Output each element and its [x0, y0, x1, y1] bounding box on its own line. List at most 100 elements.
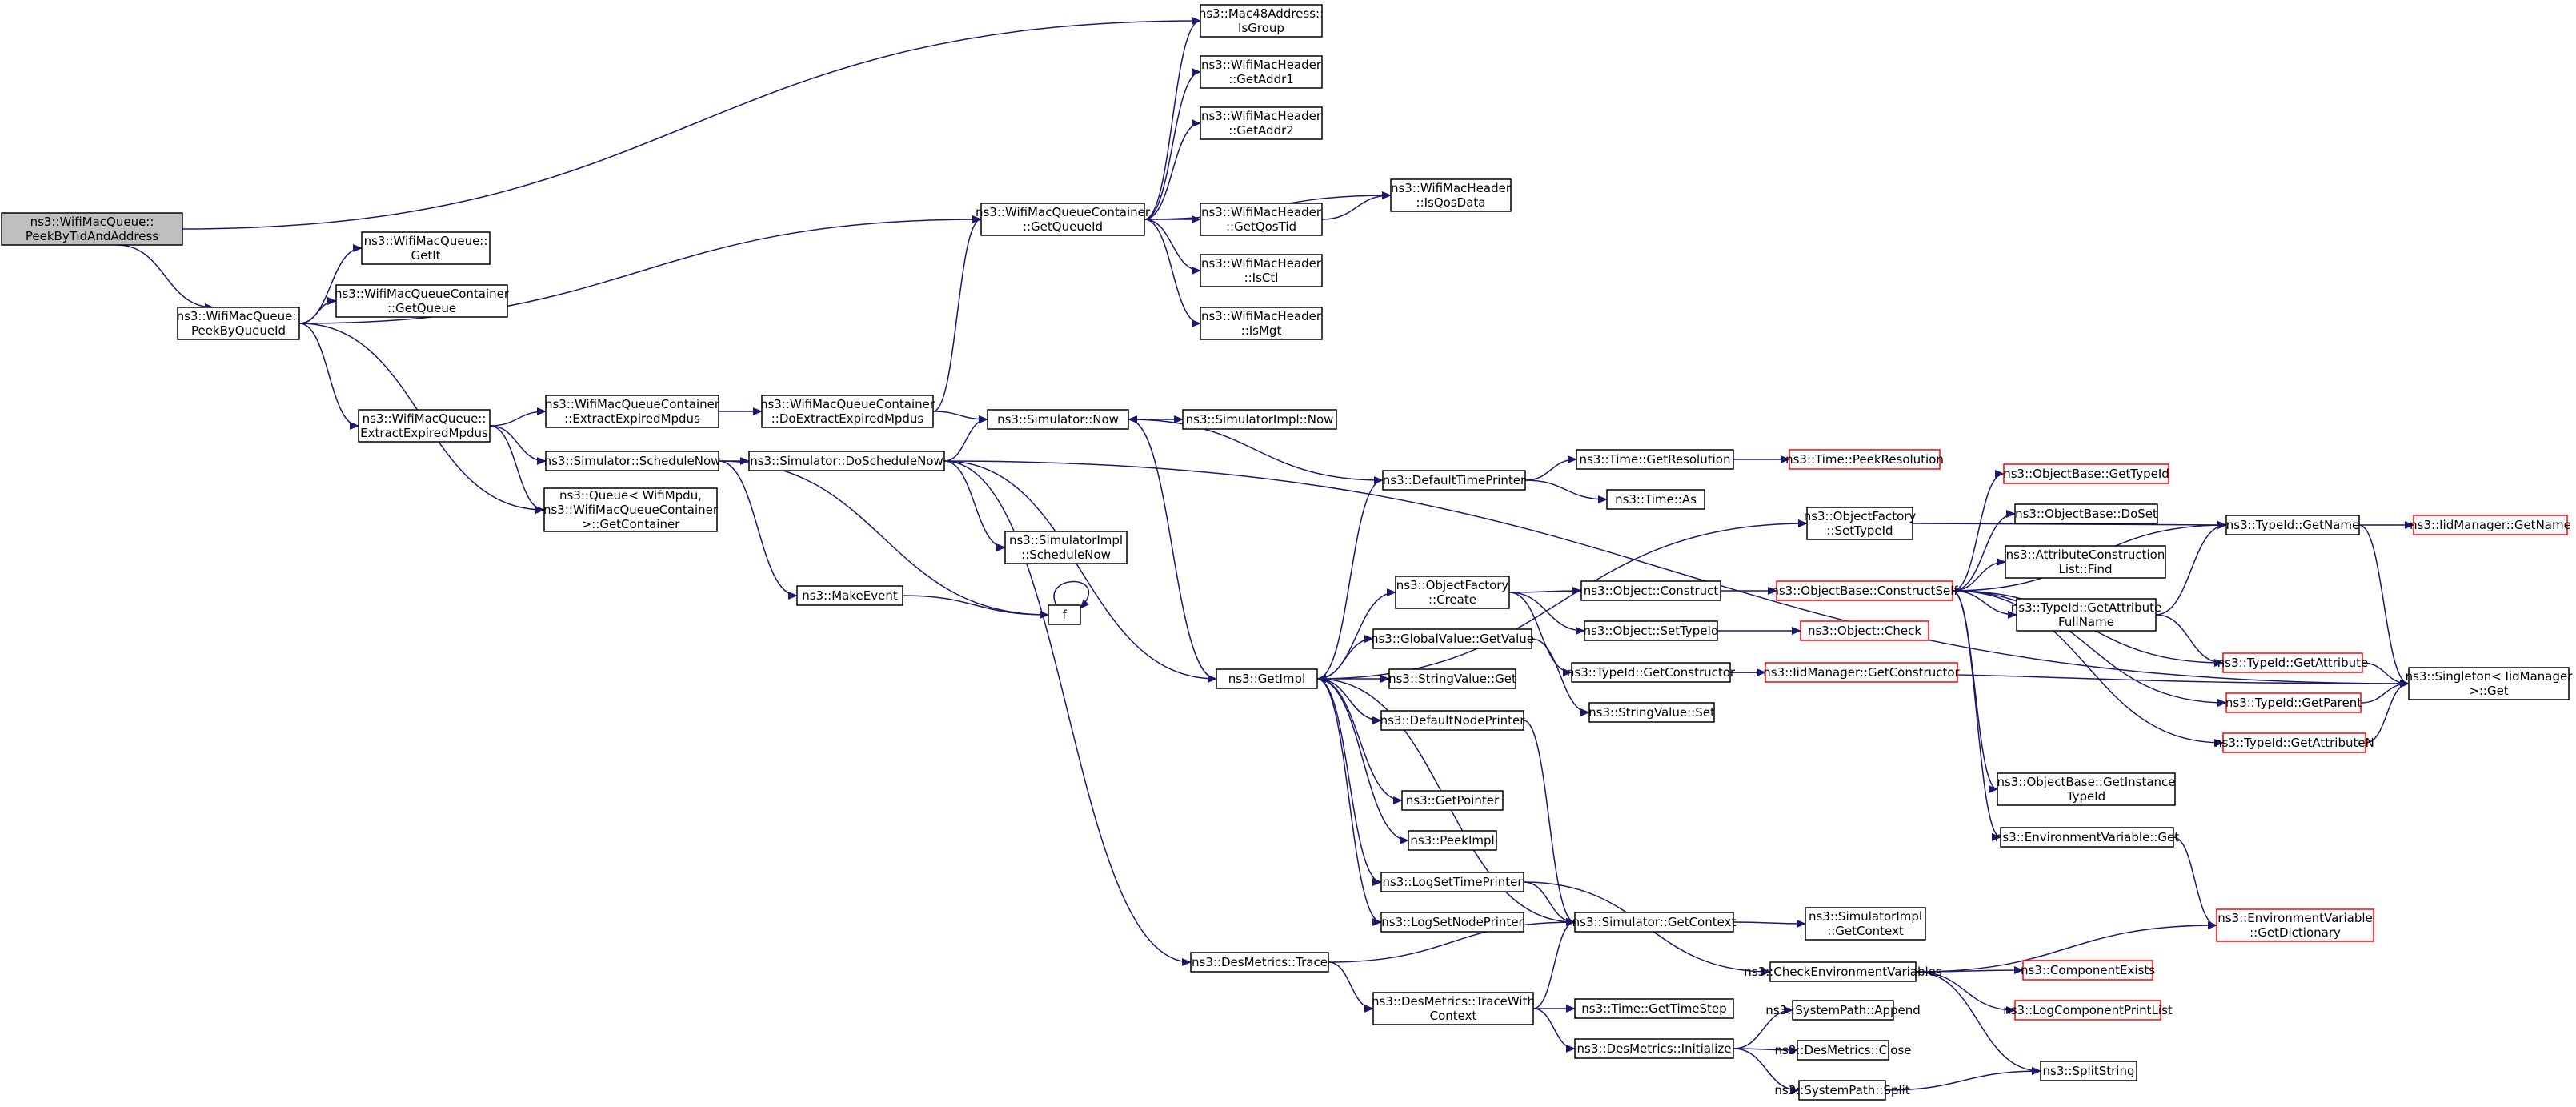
node-box	[2222, 732, 2366, 753]
node-ns3-wifimacheader-getaddr1[interactable]: ns3::WifiMacHeader::GetAddr1	[1200, 55, 1323, 89]
node-ns3-globalvalue-getvalue[interactable]: ns3::GlobalValue::GetValue	[1371, 628, 1534, 649]
node-ns3-wifimacheader-isctl[interactable]: ns3::WifiMacHeader::IsCtl	[1200, 254, 1323, 287]
edge-n46-n65	[1952, 590, 2227, 707]
node-ns3-wifimacqueue-extractexpiredmpdus[interactable]: ns3::WifiMacQueue::ExtractExpiredMpdus	[358, 409, 491, 443]
node-ns3-systempath-split[interactable]: ns3::SystemPath::Split	[1774, 1080, 1910, 1101]
node-ns3-simulator-doschedulenow[interactable]: ns3::Simulator::DoScheduleNow	[748, 451, 945, 471]
node-ns3-typeid-getparent[interactable]: ns3::TypeId::GetParent	[2225, 692, 2362, 713]
node-ns3-defaultnodeprinter[interactable]: ns3::DefaultNodePrinter	[1380, 710, 1526, 731]
node-box	[748, 451, 945, 471]
node-label-line: ns3::WifiMacQueueContainer	[976, 205, 1151, 219]
node-ns3-objectfactory-settypeid[interactable]: ns3::ObjectFactory::SetTypeId	[1804, 507, 1917, 540]
node-ns3-componentexists[interactable]: ns3::ComponentExists	[2021, 960, 2155, 981]
node-ns3-iidmanager-getconstructor[interactable]: ns3::IidManager::GetConstructor	[1763, 662, 1961, 683]
node-ns3-splitstring[interactable]: ns3::SplitString	[2040, 1061, 2137, 1081]
node-ns3-objectbase-constructself[interactable]: ns3::ObjectBase::ConstructSelf	[1771, 580, 1958, 601]
node-box	[2222, 652, 2363, 673]
node-label-line: ns3::WifiMacQueue::	[30, 215, 154, 229]
node-ns3-logsettimeprinter[interactable]: ns3::LogSetTimePrinter	[1380, 872, 1524, 892]
node-f[interactable]: f	[1048, 604, 1081, 625]
node-ns3-typeid-getname[interactable]: ns3::TypeId::GetName	[2225, 515, 2360, 535]
node-ns3-wifimacheader-getqostid[interactable]: ns3::WifiMacHeader::GetQosTid	[1200, 203, 1323, 236]
edge-n46-n59	[1952, 590, 2001, 841]
node-ns3-stringvalue-get[interactable]: ns3::StringValue::Get	[1388, 668, 1516, 689]
node-ns3-systempath-append[interactable]: ns3::SystemPath::Append	[1765, 1000, 1921, 1021]
node-ns3-wifimacqueuecontainer-getqueueid[interactable]: ns3::WifiMacQueueContainer::GetQueueId	[976, 203, 1151, 236]
node-ns3-getimpl[interactable]: ns3::GetImpl	[1216, 668, 1318, 689]
node-ns3-getpointer[interactable]: ns3::GetPointer	[1401, 790, 1504, 811]
node-label-line: ns3::Simulator::DoScheduleNow	[750, 454, 943, 468]
node-ns3-peekimpl[interactable]: ns3::PeekImpl	[1408, 830, 1497, 851]
node-ns3-stringvalue-set[interactable]: ns3::StringValue::Set	[1588, 702, 1715, 723]
node-label-line: ns3::SystemPath::Append	[1765, 1003, 1921, 1017]
node-ns3-object-construct[interactable]: ns3::Object::Construct	[1580, 580, 1721, 601]
node-ns3-objectbase-gettypeid[interactable]: ns3::ObjectBase::GetTypeId	[2003, 463, 2169, 484]
node-ns3-simulatorimpl-schedulenow[interactable]: ns3::SimulatorImpl::ScheduleNow	[1004, 531, 1128, 564]
node-ns3-object-settypeid[interactable]: ns3::Object::SetTypeId	[1584, 620, 1719, 641]
node-box	[1200, 4, 1323, 38]
node-ns3-simulator-now[interactable]: ns3::Simulator::Now	[987, 409, 1129, 430]
node-box	[1200, 106, 1323, 140]
node-box	[1395, 576, 1510, 609]
node-ns3-objectfactory-create[interactable]: ns3::ObjectFactory::Create	[1395, 576, 1510, 609]
node-box	[1769, 961, 1917, 982]
node-label-line: ns3::ObjectBase::ConstructSelf	[1771, 584, 1958, 598]
node-ns3-wifimacqueue-getit[interactable]: ns3::WifiMacQueue::GetIt	[361, 231, 491, 265]
node-ns3-typeid-getattributen[interactable]: ns3::TypeId::GetAttributeN	[2214, 732, 2374, 753]
edge-n53-n62	[1885, 1067, 2041, 1091]
node-ns3-simulator-getcontext[interactable]: ns3::Simulator::GetContext	[1572, 912, 1737, 933]
node-ns3-logsetnodeprinter[interactable]: ns3::LogSetNodePrinter	[1380, 912, 1524, 933]
node-label-line: ns3::TypeId::GetAttribute	[2011, 600, 2161, 615]
node-ns3-simulatorimpl-getcontext[interactable]: ns3::SimulatorImpl::GetContext	[1805, 907, 1926, 941]
node-ns3-simulatorimpl-now[interactable]: ns3::SimulatorImpl::Now	[1182, 409, 1337, 430]
node-label-line: ns3::WifiMacQueueContainer	[545, 397, 720, 411]
node-box	[1372, 628, 1532, 649]
node-ns3-wifimacheader-ismgt[interactable]: ns3::WifiMacHeader::IsMgt	[1200, 307, 1323, 340]
node-ns3-wifimacheader-isqosdata[interactable]: ns3::WifiMacHeader::IsQosData	[1390, 178, 1512, 212]
node-ns3-typeid-getattribute[interactable]: ns3::TypeId::GetAttribute	[2217, 652, 2368, 673]
node-ns3-makeevent[interactable]: ns3::MakeEvent	[796, 585, 903, 606]
node-ns3-time-as[interactable]: ns3::Time::As	[1606, 489, 1705, 510]
node-ns3-wifimacqueue-peekbyqueueid[interactable]: ns3::WifiMacQueue::PeekByQueueId	[177, 307, 301, 340]
node-label-line: ns3::LogComponentPrintList	[2003, 1003, 2173, 1017]
node-box	[1200, 254, 1323, 287]
edge-n24-n42	[1328, 918, 1576, 963]
node-ns3-time-gettimestep[interactable]: ns3::Time::GetTimeStep	[1574, 998, 1734, 1019]
node-ns3-objectbase-doset[interactable]: ns3::ObjectBase::DoSet	[2014, 503, 2158, 524]
node-ns3-queue-wifimpdu-ns3-wifimacqueuecontainer-getcontainer[interactable]: ns3::Queue< WifiMpdu,ns3::WifiMacQueueCo…	[543, 487, 719, 532]
node-ns3-desmetrics-initialize[interactable]: ns3::DesMetrics::Initialize	[1574, 1038, 1734, 1059]
node-ns3-desmetrics-close[interactable]: ns3::DesMetrics::Close	[1775, 1040, 1912, 1061]
node-box	[1576, 449, 1734, 470]
node-box	[1380, 872, 1524, 892]
node-ns3-defaulttimeprinter[interactable]: ns3::DefaultTimePrinter	[1382, 470, 1526, 491]
node-ns3-iidmanager-getname[interactable]: ns3::IidManager::GetName	[2410, 515, 2571, 535]
node-ns3-wifimacqueue-peekbytidandaddress[interactable]: ns3::WifiMacQueue::PeekByTidAndAddress	[1, 212, 183, 246]
node-box	[2216, 908, 2374, 942]
node-ns3-wifimacqueuecontainer-extractexpiredmpdus[interactable]: ns3::WifiMacQueueContainer::ExtractExpir…	[545, 395, 720, 428]
node-ns3-wifimacqueuecontainer-getqueue[interactable]: ns3::WifiMacQueueContainer::GetQueue	[335, 284, 510, 318]
node-ns3-time-getresolution[interactable]: ns3::Time::GetResolution	[1576, 449, 1734, 470]
node-ns3-wifimacheader-getaddr2[interactable]: ns3::WifiMacHeader::GetAddr2	[1200, 106, 1323, 140]
node-ns3-typeid-getconstructor[interactable]: ns3::TypeId::GetConstructor	[1567, 662, 1736, 683]
node-label-line: ns3::StringValue::Get	[1388, 672, 1516, 686]
node-ns3-environmentvariable-getdictionary[interactable]: ns3::EnvironmentVariable::GetDictionary	[2216, 908, 2374, 942]
edge-n27-n41	[1531, 638, 1590, 716]
node-label-line: ns3::DesMetrics::Trace	[1192, 955, 1328, 969]
node-ns3-logcomponentprintlist[interactable]: ns3::LogComponentPrintList	[2003, 1000, 2173, 1021]
node-ns3-object-check[interactable]: ns3::Object::Check	[1800, 620, 1929, 641]
node-ns3-wifimacqueuecontainer-doextractexpiredmpdus[interactable]: ns3::WifiMacQueueContainer::DoExtractExp…	[760, 395, 935, 428]
node-ns3-checkenvironmentvariables[interactable]: ns3::CheckEnvironmentVariables	[1744, 961, 1942, 982]
node-ns3-desmetrics-trace[interactable]: ns3::DesMetrics::Trace	[1190, 952, 1329, 973]
edge-n23-n29	[1316, 678, 1382, 724]
edge-n0-n1	[117, 244, 214, 311]
node-label-line: ::ExtractExpiredMpdus	[564, 411, 700, 426]
node-ns3-singleton-iidmanager-get[interactable]: ns3::Singleton< IidManager>::Get	[2406, 667, 2574, 700]
node-ns3-time-peekresolution[interactable]: ns3::Time::PeekResolution	[1785, 449, 1944, 470]
node-ns3-simulator-schedulenow[interactable]: ns3::Simulator::ScheduleNow	[544, 451, 721, 471]
node-ns3-environmentvariable-get[interactable]: ns3::EnvironmentVariable::Get	[1995, 827, 2179, 848]
node-ns3-mac48address-isgroup[interactable]: ns3::Mac48Address::IsGroup	[1199, 4, 1324, 38]
